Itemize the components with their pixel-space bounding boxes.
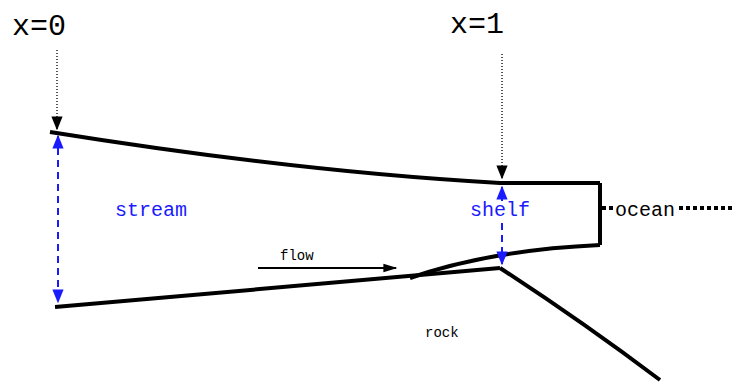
diagram-label: rock bbox=[423, 326, 461, 340]
diagram-label: x=0 bbox=[10, 12, 68, 42]
diagram-label: flow bbox=[278, 249, 316, 263]
thickness-arrow bbox=[501, 187, 503, 264]
bed-line bbox=[55, 268, 500, 307]
position-pointer bbox=[501, 54, 503, 178]
position-pointer bbox=[56, 50, 58, 129]
ice-surface bbox=[50, 132, 600, 183]
flow-arrow bbox=[258, 267, 396, 269]
diagram-label: stream bbox=[113, 201, 189, 221]
ice-front bbox=[598, 183, 602, 245]
thickness-arrow bbox=[57, 136, 59, 302]
diagram-label: ocean bbox=[613, 201, 677, 221]
diagram-label: x=1 bbox=[448, 10, 506, 40]
rock-slope bbox=[500, 268, 660, 380]
diagram-label: shelf bbox=[468, 201, 532, 221]
